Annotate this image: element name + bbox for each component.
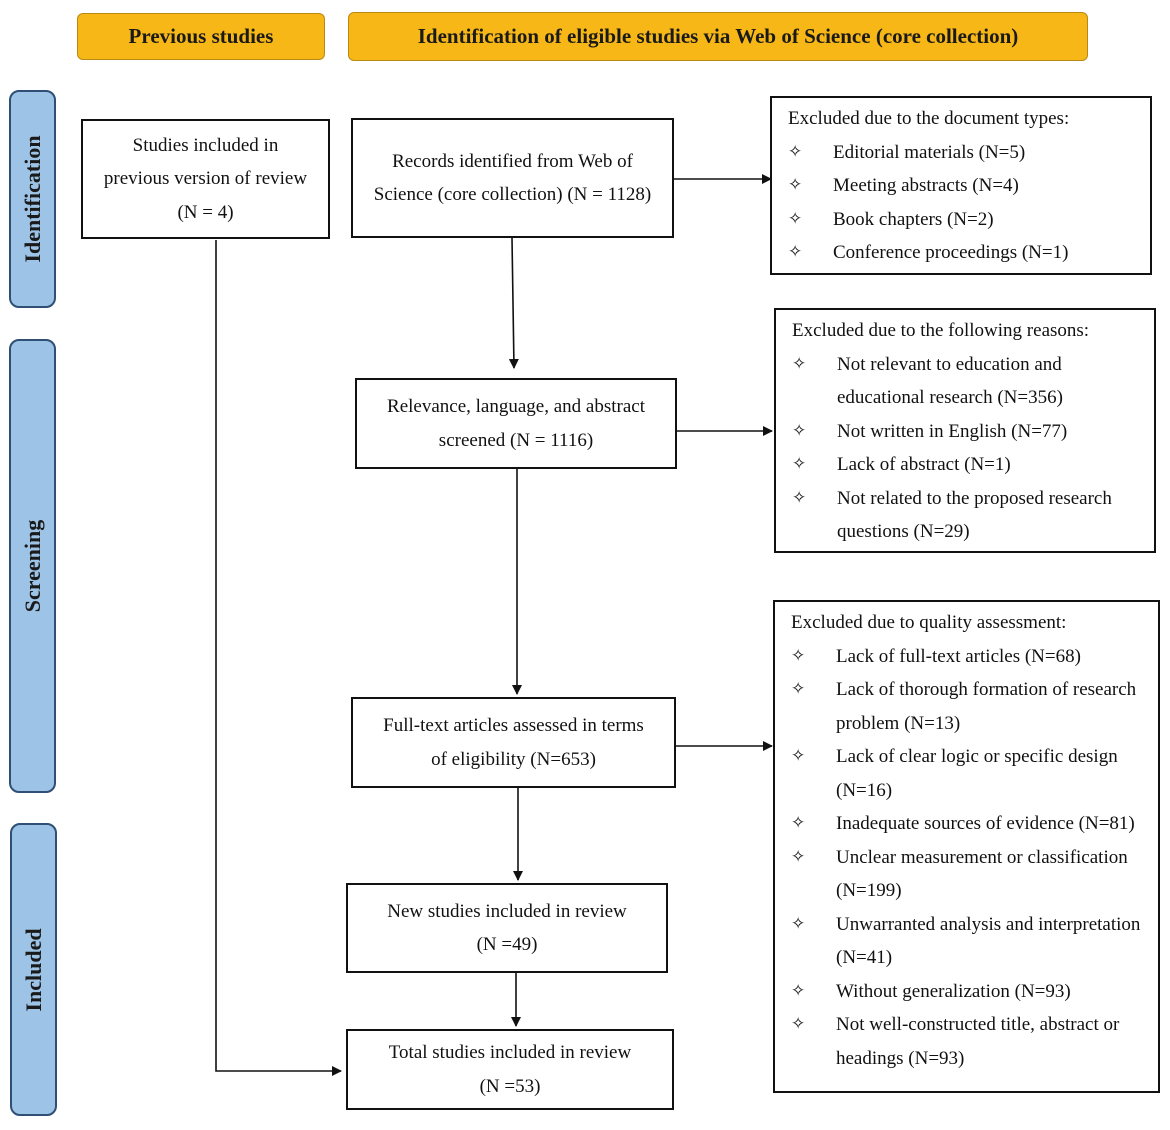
diamond-star-icon: ✧ [791,913,806,934]
list-item: ✧Not relevant to education and education… [792,348,1144,415]
diamond-star-icon: ✧ [788,208,803,229]
list-item: ✧Lack of full-text articles (N=68) [791,640,1148,674]
box-records-line-1: Records identified from Web of [392,150,633,172]
list-item: ✧Not related to the proposed research qu… [792,482,1144,549]
diamond-star-icon: ✧ [791,846,806,867]
diamond-star-icon: ✧ [791,980,806,1001]
box-previous-studies: Studies included in previous version of … [81,119,330,239]
diamond-star-icon: ✧ [791,1014,806,1034]
diamond-star-icon: ✧ [791,679,806,699]
header-previous-studies: Previous studies [77,13,325,60]
diamond-star-icon: ✧ [792,487,807,508]
list-item: ✧Book chapters (N=2) [788,203,1140,237]
box-previous-line-1: Studies included in [132,134,279,156]
exclusion-reasons: Excluded due to the following reasons: ✧… [774,308,1156,553]
exclusion-quality-title: Excluded due to quality assessment: [791,612,1067,633]
diamond-star-icon: ✧ [792,420,807,441]
phase-identification: Identification [9,90,56,308]
arrow-previous-to-total [215,240,342,1076]
box-records-identified: Records identified from Web of Science (… [351,118,674,238]
diamond-star-icon: ✧ [788,242,803,262]
diamond-star-icon: ✧ [791,645,806,666]
phase-included: Included [10,823,57,1116]
box-screened: Relevance, language, and abstract screen… [355,378,677,469]
list-item: ✧Not well-constructed title, abstract or… [791,1008,1148,1075]
diamond-star-icon: ✧ [791,813,806,833]
box-total-line-2: (N =53) [479,1075,541,1097]
list-item: ✧Without generalization (N=93) [791,975,1148,1009]
list-item: ✧Meeting abstracts (N=4) [788,169,1140,203]
exclusion-reasons-title: Excluded due to the following reasons: [792,320,1090,341]
list-item: ✧Unclear measurement or classification (… [791,841,1148,908]
box-new-line-1: New studies included in review [387,900,627,922]
diamond-star-icon: ✧ [788,175,803,195]
box-screened-line-1: Relevance, language, and abstract [387,396,645,417]
box-previous-line-3: (N = 4) [177,201,234,223]
box-fulltext-line-1: Full-text articles assessed in terms [383,715,644,736]
box-records-line-2: Science (core collection) (N = 1128) [373,184,652,205]
exclusion-quality-assessment: Excluded due to quality assessment: ✧Lac… [773,600,1160,1093]
exclusion-document-types-title: Excluded due to the document types: [788,108,1070,129]
list-item: ✧Unwarranted analysis and interpretation… [791,908,1148,975]
box-fulltext-line-2: of eligibility (N=653) [431,748,596,770]
box-previous-line-2: previous version of review [103,168,308,190]
box-new-line-2: (N =49) [476,934,538,955]
phase-screening: Screening [9,339,56,793]
box-fulltext-assessed: Full-text articles assessed in terms of … [351,697,676,788]
list-item: ✧Lack of clear logic or specific design … [791,740,1148,807]
list-item: ✧Editorial materials (N=5) [788,136,1140,170]
box-total-line-1: Total studies included in review [388,1042,632,1063]
list-item: ✧Inadequate sources of evidence (N=81) [791,807,1148,841]
diamond-star-icon: ✧ [792,454,807,474]
list-item: ✧Not written in English (N=77) [792,415,1144,449]
arrow-records-to-screened [508,237,519,369]
list-item: ✧Conference proceedings (N=1) [788,236,1140,270]
header-identification-wos: Identification of eligible studies via W… [348,12,1088,61]
box-new-studies: New studies included in review (N =49) [346,883,668,973]
list-item: ✧Lack of thorough formation of research … [791,673,1148,740]
diamond-star-icon: ✧ [792,353,807,374]
diamond-star-icon: ✧ [788,141,803,162]
exclusion-document-types: Excluded due to the document types: ✧Edi… [770,96,1152,275]
list-item: ✧Lack of abstract (N=1) [792,448,1144,482]
box-total-studies: Total studies included in review (N =53) [346,1029,674,1110]
box-screened-line-2: screened (N = 1116) [438,429,594,451]
diamond-star-icon: ✧ [791,746,806,766]
